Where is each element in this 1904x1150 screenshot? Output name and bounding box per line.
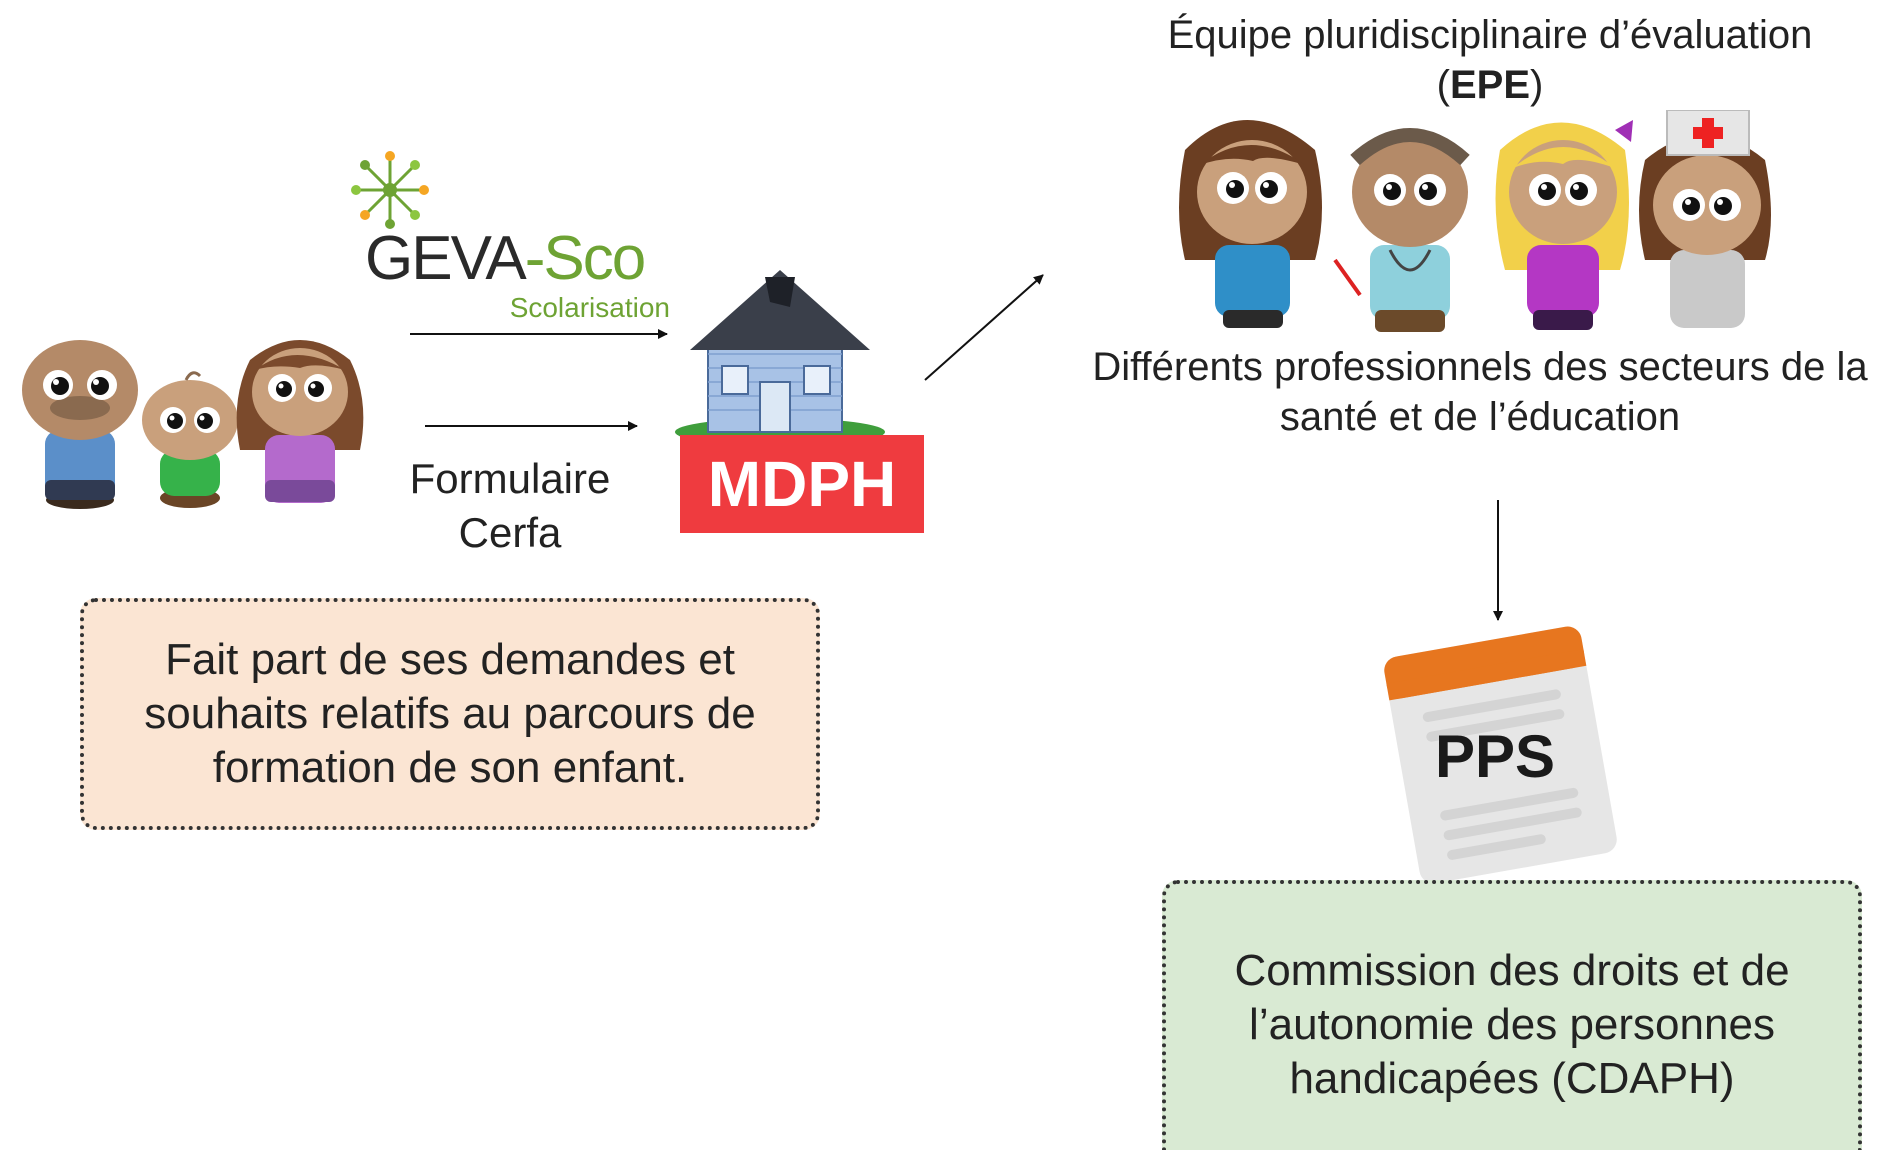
epe-title-line1: Équipe pluridisciplinaire d’évaluation [1167, 13, 1813, 57]
pps-document-icon [1384, 626, 1617, 884]
geva-flower-icon [351, 151, 429, 229]
house-icon [675, 270, 885, 442]
baby-figure [142, 371, 238, 508]
geva-sco-logo: GEVA-Sco Scolarisation [345, 150, 675, 325]
geva-subtitle: Scolarisation [509, 292, 670, 323]
epe-description: Différents professionnels des secteurs d… [1092, 345, 1868, 439]
arrow-mdph-to-epe [924, 274, 1044, 381]
geva-title: GEVA-Sco [365, 228, 646, 290]
epe-acronym: EPE [1449, 63, 1531, 107]
mdph-label: MDPH [680, 435, 924, 533]
geva-title-part1: GEVA [365, 224, 527, 293]
formulaire-line2: Cerfa [458, 509, 562, 556]
geva-title-part2: -Sco [524, 224, 646, 293]
team-member-2 [1333, 128, 1470, 332]
team-member-3 [1495, 120, 1633, 330]
epe-title: Équipe pluridisciplinaire d’évaluation (… [1100, 10, 1880, 110]
team-member-4 [1639, 110, 1771, 328]
family-request-box: Fait part de ses demandes et souhaits re… [80, 598, 820, 830]
formulaire-cerfa-label: Formulaire Cerfa [380, 452, 640, 560]
cdaph-box: Commission des droits et de l’autonomie … [1162, 880, 1862, 1150]
epe-paren-open: ( [1436, 63, 1450, 107]
epe-title-line2: (EPE) [1100, 60, 1880, 110]
cdaph-text: Commission des droits et de l’autonomie … [1234, 946, 1790, 1103]
team-illustration [1179, 110, 1771, 332]
family-illustration [22, 340, 364, 509]
family-request-text: Fait part de ses demandes et souhaits re… [144, 635, 756, 792]
formulaire-line1: Formulaire [409, 455, 611, 502]
epe-paren-close: ) [1530, 63, 1544, 107]
mother-figure [236, 340, 364, 503]
pps-label: PPS [1434, 723, 1556, 790]
father-figure [22, 340, 138, 509]
team-member-1 [1179, 120, 1322, 328]
